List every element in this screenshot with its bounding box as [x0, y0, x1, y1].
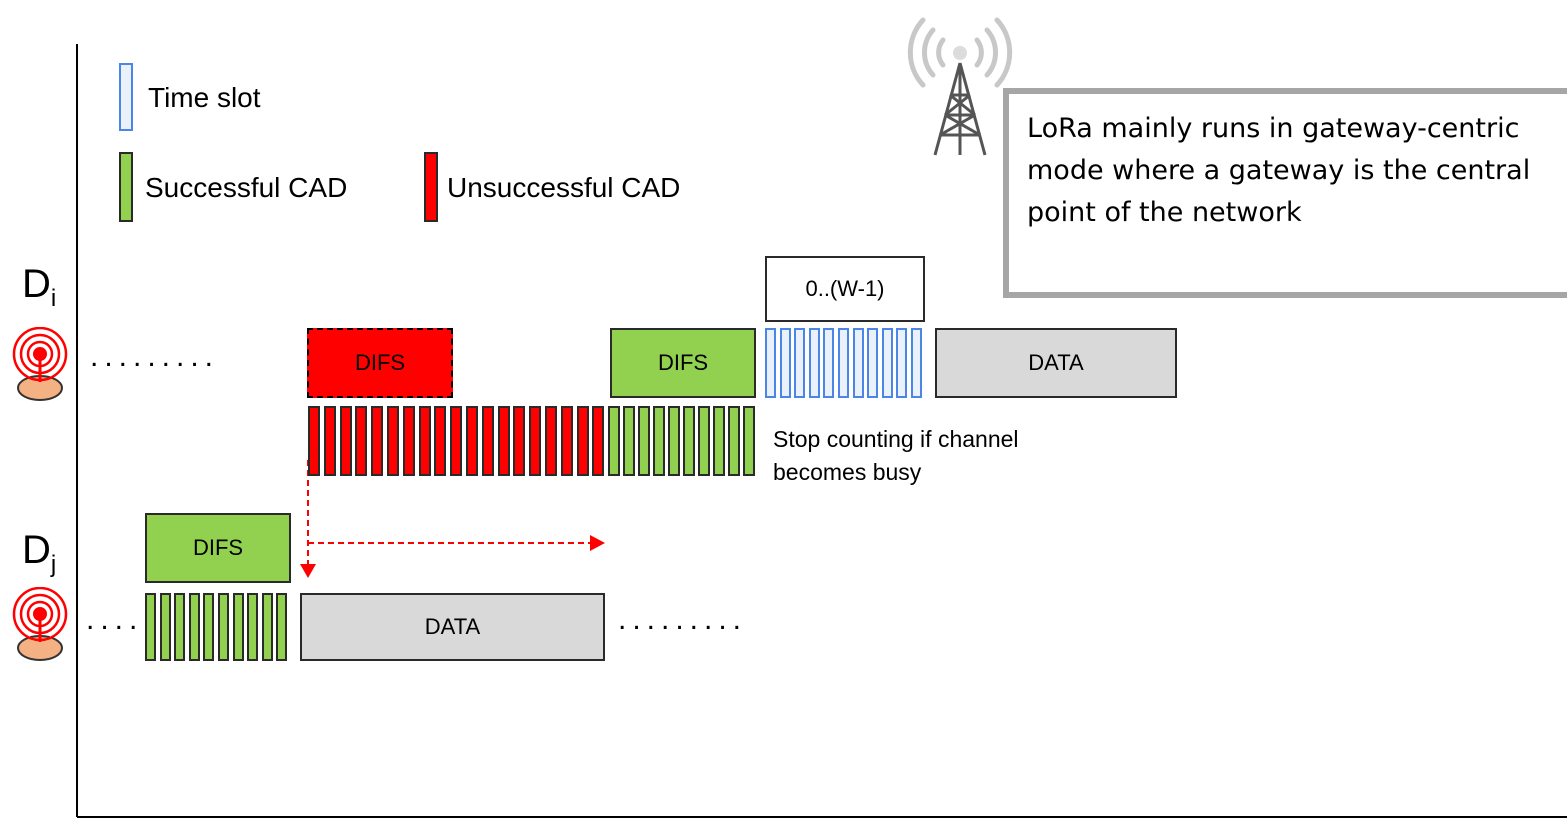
device-j-radio-icon [12, 587, 68, 661]
successful-cad-slot [653, 406, 665, 476]
device-i-subscript: i [50, 285, 57, 312]
successful-cad-slot [276, 593, 288, 661]
time-slot [808, 328, 820, 398]
device-j-leading-dots: .... [86, 603, 144, 636]
device-i-letter: D [22, 262, 51, 306]
unsuccessful-cad-slot [434, 406, 447, 476]
successful-cad-slot [145, 593, 156, 661]
backoff-window-box: 0..(W-1) [765, 256, 925, 322]
time-slot [852, 328, 864, 398]
unsuccessful-cad-slot [355, 406, 368, 476]
successful-cad-slot [728, 406, 740, 476]
data-block-j: DATA [300, 593, 605, 661]
successful-cad-slot [203, 593, 215, 661]
unsuccessful-cad-slot [402, 406, 415, 476]
unsuccessful-cad-slot [497, 406, 510, 476]
successful-cad-slot [683, 406, 695, 476]
successful-cad-slot [713, 406, 725, 476]
device-i-radio-icon [12, 327, 68, 401]
antenna-tower-icon [907, 17, 1013, 156]
time-slot [911, 328, 922, 398]
successful-cad-slot [174, 593, 186, 661]
difs-success-label-i: DIFS [657, 350, 709, 375]
successful-cad-slot [638, 406, 650, 476]
data-label-j: DATA [424, 614, 481, 639]
successful-cad-slot [668, 406, 680, 476]
difs-success-block-i: DIFS [610, 328, 756, 398]
unsuccessful-cad-slot [323, 406, 336, 476]
successful-cad-slot [247, 593, 259, 661]
gateway-note-box: LoRa mainly runs in gateway-centric mode… [1003, 88, 1567, 298]
unsuccessful-cad-slot [418, 406, 431, 476]
time-slot [867, 328, 879, 398]
difs-block-j: DIFS [145, 513, 291, 583]
time-slot [765, 328, 776, 398]
difs-label-j: DIFS [192, 535, 244, 560]
successful-cad-slot [261, 593, 273, 661]
device-i-label: Di [22, 262, 56, 313]
time-slot-legend-swatch [119, 63, 133, 131]
unsuccessful-cad-legend-swatch [424, 152, 438, 222]
unsuccessful-cad-slot [371, 406, 384, 476]
unsuccessful-cad-slot [529, 406, 542, 476]
gateway-note-text: LoRa mainly runs in gateway-centric mode… [1027, 113, 1531, 228]
unsuccessful-cad-slot [592, 406, 605, 476]
unsuccessful-cad-slot [339, 406, 352, 476]
successful-cad-legend-swatch [119, 152, 133, 222]
device-j-label: Dj [22, 528, 56, 579]
successful-cad-slot [232, 593, 244, 661]
unsuccessful-cad-slot [513, 406, 526, 476]
time-slot [779, 328, 791, 398]
time-slot [823, 328, 835, 398]
successful-cad-slot [608, 406, 620, 476]
successful-cad-slot [159, 593, 171, 661]
device-j-letter: D [22, 528, 51, 572]
unsuccessful-cad-slot [466, 406, 478, 476]
successful-cad-slot [188, 593, 200, 661]
unsuccessful-cad-legend-label: Unsuccessful CAD [447, 172, 681, 203]
unsuccessful-cad-slot [450, 406, 463, 476]
unsuccessful-cad-slot [308, 406, 320, 476]
successful-cad-slot [698, 406, 710, 476]
time-slot [896, 328, 908, 398]
successful-cad-slot [623, 406, 635, 476]
unsuccessful-cad-slot [560, 406, 573, 476]
stop-counting-annotation: Stop counting if channel becomes busy [773, 426, 1019, 485]
time-slot [794, 328, 806, 398]
unsuccessful-cad-slot [481, 406, 494, 476]
data-label-i: DATA [1028, 350, 1084, 375]
data-block-i: DATA [935, 328, 1177, 398]
device-j-subscript: j [50, 551, 57, 578]
device-i-leading-dots: ......... [90, 340, 220, 373]
successful-cad-slot [743, 406, 755, 476]
backoff-window-label: 0..(W-1) [805, 276, 885, 301]
difs-unsuccessful-label: DIFS [354, 350, 406, 375]
time-slot-legend-label: Time slot [148, 82, 261, 113]
unsuccessful-cad-slot [576, 406, 589, 476]
difs-unsuccessful-block: DIFS [307, 328, 453, 398]
successful-cad-legend-label: Successful CAD [145, 172, 348, 203]
device-j-trailing-dots: ......... [618, 603, 748, 636]
unsuccessful-cad-slot [387, 406, 399, 476]
unsuccessful-cad-slot [545, 406, 557, 476]
arrow-head-right-icon [590, 535, 605, 551]
successful-cad-slot [218, 593, 229, 661]
time-slot [838, 328, 849, 398]
arrow-head-down-icon [300, 564, 316, 578]
time-slot [881, 328, 893, 398]
